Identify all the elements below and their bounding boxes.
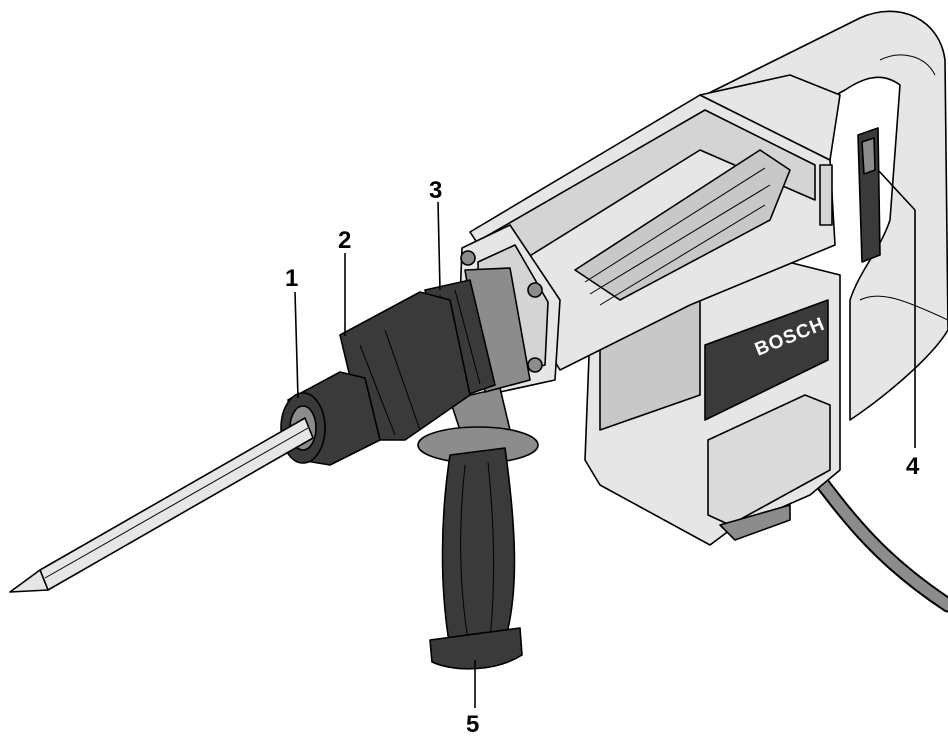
rear-handle [704, 10, 948, 421]
flange-screw-right [527, 282, 543, 298]
motor-housing: BOSCH [584, 259, 841, 546]
brand-nameplate [704, 299, 829, 421]
tool-holder[interactable] [339, 291, 471, 441]
power-cord [804, 462, 948, 613]
flange-screw-top [460, 250, 476, 266]
callout-2: 2 [338, 227, 351, 254]
callout-3: 3 [429, 177, 442, 204]
callout-4: 4 [906, 453, 920, 480]
auxiliary-handle[interactable] [417, 387, 539, 670]
callout-leaders [294, 169, 916, 708]
callout-1: 1 [285, 265, 298, 292]
pointed-chisel [9, 417, 314, 593]
main-housing [469, 74, 841, 371]
lower-cover [707, 394, 831, 526]
callout-5: 5 [466, 711, 479, 738]
flange-screw-bottom [527, 357, 543, 373]
dust-protection-cap[interactable] [280, 371, 381, 466]
on-off-switch[interactable] [857, 127, 881, 263]
